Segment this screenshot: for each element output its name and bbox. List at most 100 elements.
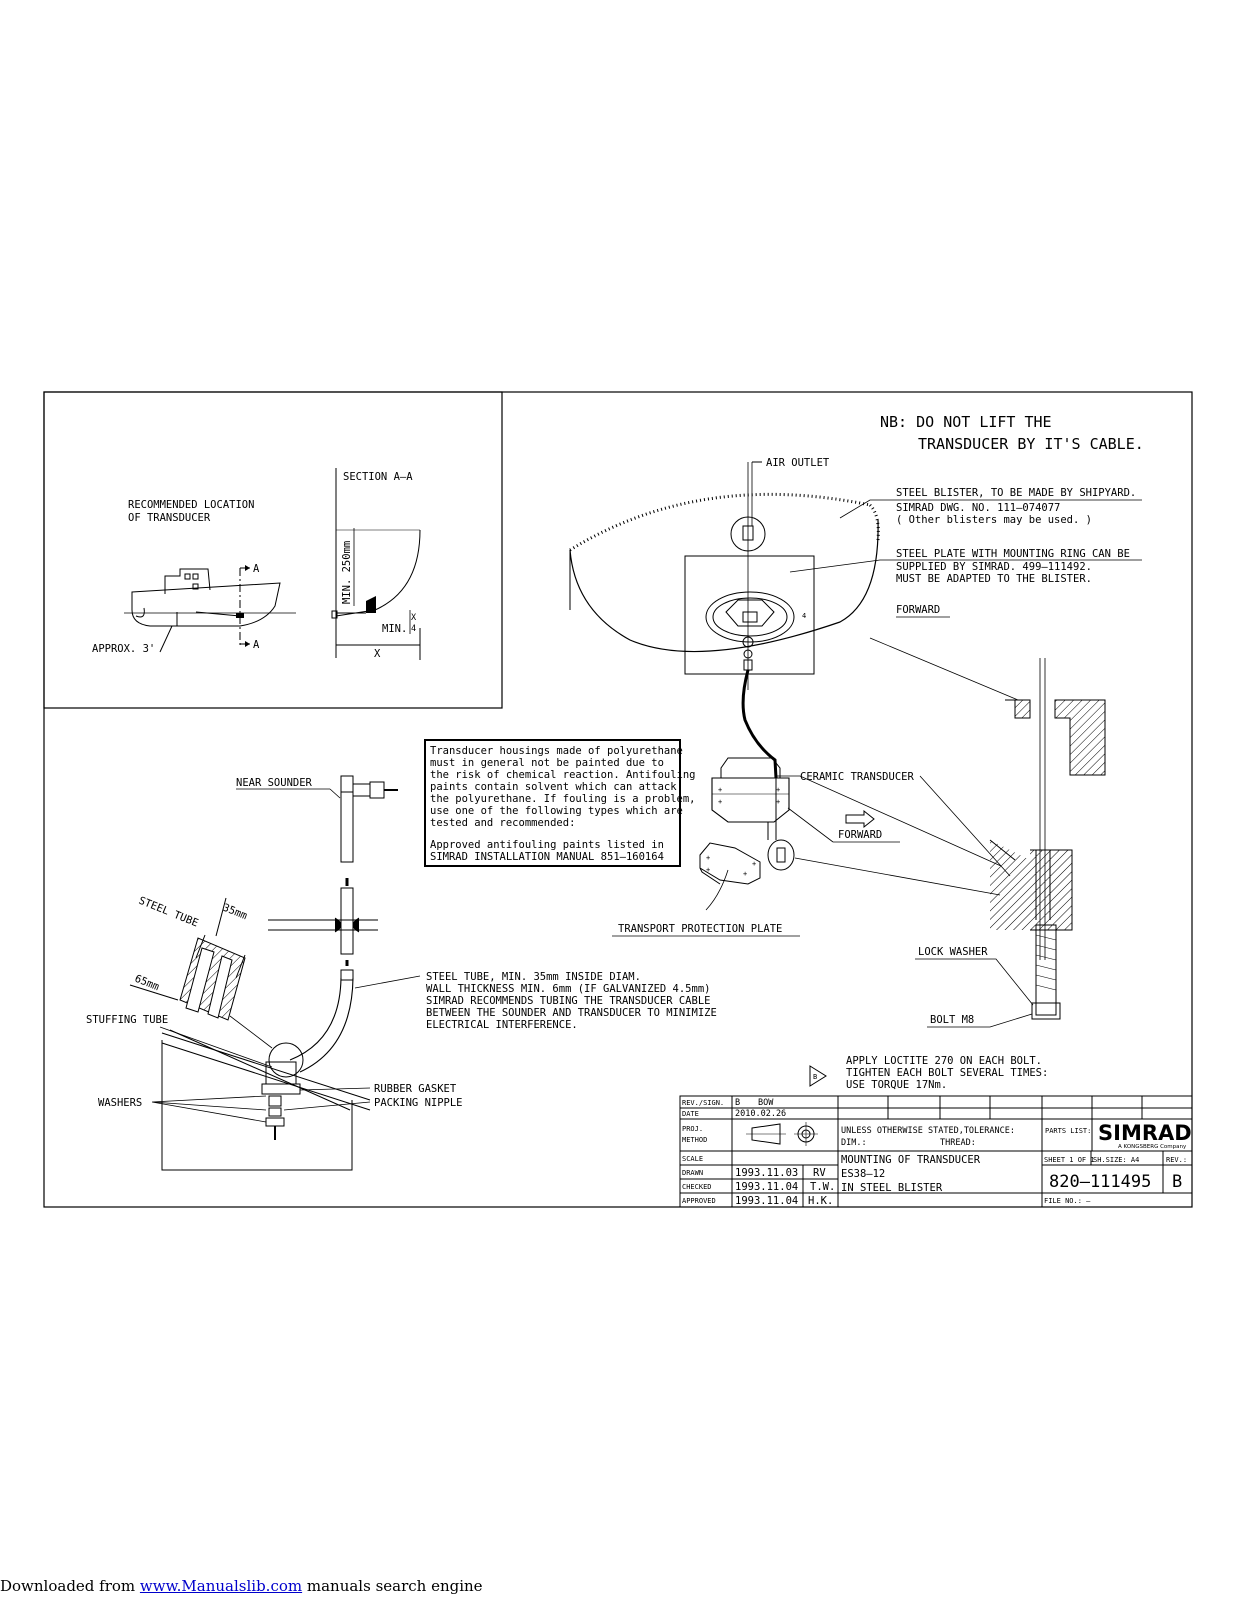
other-blisters-label: ( Other blisters may be used. ) bbox=[896, 514, 1092, 526]
checked-date: 1993.11.04 bbox=[735, 1181, 798, 1193]
svg-text:+: + bbox=[706, 866, 710, 874]
loctite-line-3: USE TORQUE 17Nm. bbox=[846, 1079, 947, 1091]
loctite-line-1: APPLY LOCTITE 270 ON EACH BOLT. bbox=[846, 1055, 1042, 1067]
svg-text:+: + bbox=[752, 860, 756, 868]
footer-suffix: manuals search engine bbox=[302, 1577, 483, 1595]
detail-bubble bbox=[767, 839, 795, 871]
cable-tube-assembly: NEAR SOUNDER STEEL TUBE, MIN. 35mm INSID… bbox=[86, 775, 717, 1171]
inset-title-1: RECOMMENDED LOCATION bbox=[128, 499, 254, 511]
bolt-section: LOCK WASHER BOLT M8 bbox=[915, 658, 1106, 1028]
bolt-m8 bbox=[1035, 924, 1057, 1016]
svg-text:+: + bbox=[718, 786, 722, 794]
forward-mid-label: FORWARD bbox=[838, 829, 882, 841]
min-250-label: MIN. 250mm bbox=[341, 541, 353, 604]
mounting-ring-outer bbox=[705, 591, 795, 643]
approved-date: 1993.11.04 bbox=[735, 1195, 798, 1207]
paint-line-4: paints contain solvent which can attack bbox=[430, 781, 677, 793]
svg-text:+: + bbox=[776, 786, 780, 794]
title-line-1: MOUNTING OF TRANSDUCER bbox=[841, 1154, 981, 1166]
company-logo: SIMRAD bbox=[1098, 1121, 1192, 1145]
scale-label: SCALE bbox=[682, 1155, 703, 1163]
forward-arrow bbox=[845, 809, 875, 829]
date-label: DATE bbox=[682, 1110, 699, 1118]
paint-line-7: tested and recommended: bbox=[430, 817, 575, 829]
tolerance-line: UNLESS OTHERWISE STATED,TOLERANCE: bbox=[841, 1126, 1015, 1136]
tolerance-thread: THREAD: bbox=[940, 1138, 976, 1148]
drawing-number: 820–111495 bbox=[1049, 1172, 1151, 1192]
nb-line-2: TRANSDUCER BY IT'S CABLE. bbox=[918, 435, 1144, 453]
rev-sign-value: BOW bbox=[758, 1098, 774, 1108]
blister-assembly: 4 AIR OUTLET STEEL BLISTER, TO BE MADE B… bbox=[569, 457, 1142, 779]
air-outlet-label: AIR OUTLET bbox=[766, 457, 830, 469]
drawn-by: RV bbox=[813, 1167, 826, 1179]
transducer-body bbox=[711, 777, 790, 823]
packing-nipple-label: PACKING NIPPLE bbox=[374, 1097, 463, 1109]
boat-cabin bbox=[164, 568, 211, 594]
steel-tube-small-label: STEEL TUBE bbox=[137, 895, 200, 930]
near-sounder-label: NEAR SOUNDER bbox=[236, 777, 313, 789]
manualslib-link[interactable]: www.Manualslib.com bbox=[139, 1577, 303, 1595]
boat-hull bbox=[131, 582, 281, 627]
tube-note-4: BETWEEN THE SOUNDER AND TRANSDUCER TO MI… bbox=[426, 1007, 717, 1019]
loctite-marker: B bbox=[813, 1073, 817, 1081]
footer-prefix: Downloaded from bbox=[0, 1577, 140, 1595]
approved-label: APPROVED bbox=[682, 1197, 716, 1205]
stuffing-detail-circle bbox=[268, 1042, 304, 1078]
svg-text:+: + bbox=[718, 798, 722, 806]
steel-plate bbox=[684, 555, 815, 675]
steel-blister-label: STEEL BLISTER, TO BE MADE BY SHIPYARD. bbox=[896, 487, 1136, 499]
footer: Downloaded from www.Manualslib.com manua… bbox=[0, 1577, 483, 1595]
simrad-dwg-label: SIMRAD DWG. NO. 111–074077 bbox=[896, 502, 1060, 514]
forward-top-label: FORWARD bbox=[896, 604, 940, 616]
drawing-frame bbox=[43, 391, 1193, 1208]
rev-value: B bbox=[735, 1098, 740, 1108]
bolt-label: BOLT M8 bbox=[930, 1014, 974, 1026]
tube-note-5: ELECTRICAL INTERFERENCE. bbox=[426, 1019, 578, 1031]
rev-label: REV.: bbox=[1166, 1156, 1187, 1164]
title-line-3: IN STEEL BLISTER bbox=[841, 1182, 943, 1194]
proj-label-2: METHOD bbox=[682, 1136, 707, 1144]
rev-letter: B bbox=[1172, 1172, 1182, 1192]
x4-denominator: 4 bbox=[411, 624, 416, 634]
title-block-text: REV./SIGN. B BOW DATE 2010.02.26 PROJ. M… bbox=[682, 1098, 1192, 1207]
transport-plate-label: TRANSPORT PROTECTION PLATE bbox=[618, 923, 782, 935]
approved-line-1: Approved antifouling paints listed in bbox=[430, 839, 664, 851]
checked-label: CHECKED bbox=[682, 1183, 712, 1191]
section-marker-top: A bbox=[253, 563, 260, 575]
must-adapt-label: MUST BE ADAPTED TO THE BLISTER. bbox=[896, 573, 1092, 585]
checked-by: T.W. bbox=[810, 1181, 835, 1193]
svg-text:+: + bbox=[776, 798, 780, 806]
inset-location: RECOMMENDED LOCATION OF TRANSDUCER A A A… bbox=[92, 468, 421, 660]
loctite-line-2: TIGHTEN EACH BOLT SEVERAL TIMES: bbox=[846, 1067, 1048, 1079]
inset-frame bbox=[43, 391, 503, 709]
tube-note-2: WALL THICKNESS MIN. 6mm (IF GALVANIZED 4… bbox=[426, 983, 710, 995]
sheet-size-label: SH.SIZE: A4 bbox=[1093, 1156, 1139, 1164]
drawn-label: DRAWN bbox=[682, 1169, 703, 1177]
ceramic-label: CERAMIC TRANSDUCER bbox=[800, 771, 914, 783]
rubber-gasket-label: RUBBER GASKET bbox=[374, 1083, 457, 1095]
paint-line-6: use one of the following types which are bbox=[430, 805, 683, 817]
tube-note-1: STEEL TUBE, MIN. 35mm INSIDE DIAM. bbox=[426, 971, 641, 983]
company-sub: A KONGSBERG Company bbox=[1118, 1144, 1187, 1150]
inset-title-2: OF TRANSDUCER bbox=[128, 512, 211, 524]
transport-plate bbox=[699, 842, 761, 885]
x-label: X bbox=[374, 648, 381, 660]
washers-label: WASHERS bbox=[98, 1097, 142, 1109]
transducer-cable bbox=[741, 669, 778, 779]
loctite-note: B APPLY LOCTITE 270 ON EACH BOLT. TIGHTE… bbox=[809, 1055, 1048, 1091]
paint-line-3: the risk of chemical reaction. Antifouli… bbox=[430, 769, 696, 781]
paint-note-box: Transducer housings made of polyurethane… bbox=[424, 739, 696, 867]
blister-outline bbox=[569, 519, 879, 653]
title-block bbox=[679, 1095, 1193, 1208]
steel-plate-label: STEEL PLATE WITH MOUNTING RING CAN BE bbox=[896, 548, 1130, 560]
drawn-date: 1993.11.03 bbox=[735, 1167, 798, 1179]
section-curve bbox=[335, 529, 421, 617]
ring-number: 4 bbox=[802, 612, 806, 620]
rev-sign-label: REV./SIGN. bbox=[682, 1099, 724, 1107]
x4-numerator: X bbox=[411, 613, 417, 623]
proj-label-1: PROJ. bbox=[682, 1125, 703, 1133]
blister-top-dashed bbox=[569, 492, 871, 552]
svg-text:+: + bbox=[706, 854, 710, 862]
min-x4-label: MIN. bbox=[382, 623, 407, 635]
